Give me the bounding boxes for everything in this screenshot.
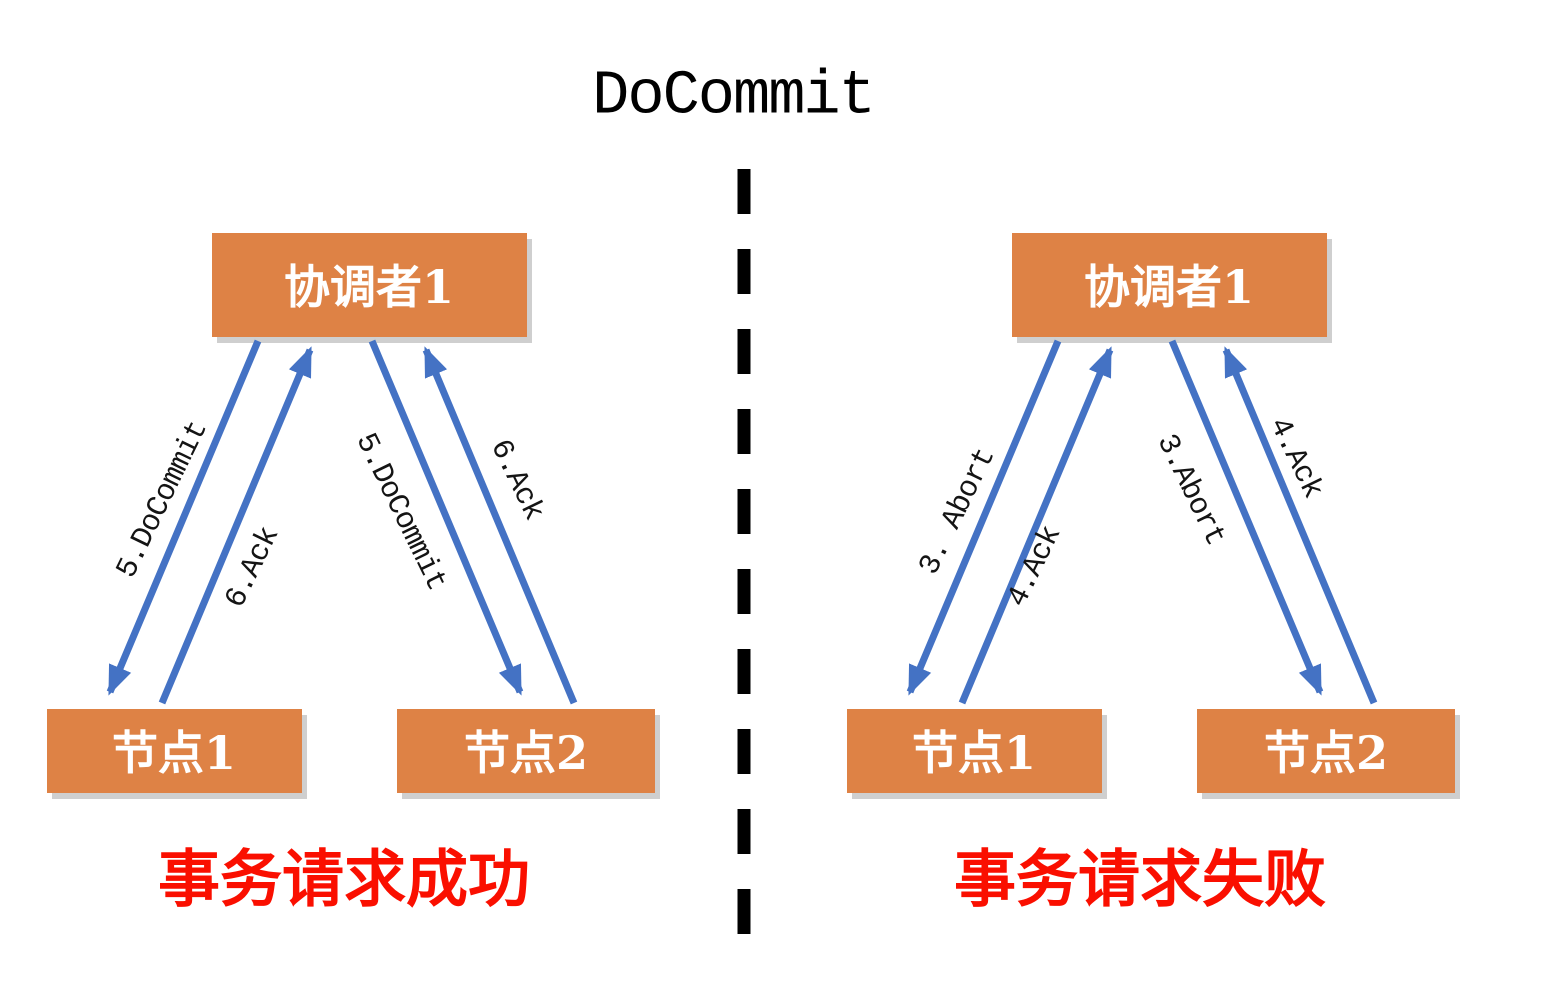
arrow-docommit-to-node2-left xyxy=(368,339,524,696)
node2-label-left: 节点2 xyxy=(464,726,588,780)
node2-box-left: 节点2 xyxy=(397,709,660,799)
node2-label-right: 节点2 xyxy=(1264,726,1388,780)
node1-label-right: 节点1 xyxy=(912,726,1036,780)
arrow-ack-from-node1-right xyxy=(958,346,1114,705)
node1-label-left: 节点1 xyxy=(112,726,236,780)
arrow-abort-to-node1-right xyxy=(906,339,1062,696)
arrow-ack-from-node1-left xyxy=(158,346,314,705)
node2-box-right-rect xyxy=(1197,709,1455,793)
left-success-panel: 协调者1 5.DoCommit 6.Ack 5.DoCommit 6.Ack 节… xyxy=(47,233,660,916)
coordinator-box-left: 协调者1 xyxy=(212,233,532,343)
node1-box-left-rect xyxy=(47,709,302,793)
arrow-label-docommit-node2-left: 5.DoCommit xyxy=(347,428,452,596)
coordinator-box-right: 协调者1 xyxy=(1012,233,1332,343)
coordinator-label-right: 协调者1 xyxy=(1084,260,1254,314)
node1-box-right: 节点1 xyxy=(847,709,1107,799)
arrow-ack-from-node2-left xyxy=(422,346,578,705)
coordinator-box-right-rect xyxy=(1012,233,1327,337)
node2-box-right: 节点2 xyxy=(1197,709,1460,799)
node1-box-left: 节点1 xyxy=(47,709,307,799)
failure-caption: 事务请求失败 xyxy=(954,843,1326,916)
node2-box-left-rect xyxy=(397,709,655,793)
coordinator-label-left: 协调者1 xyxy=(284,260,454,314)
arrow-ack-from-node2-right xyxy=(1222,346,1378,705)
coordinator-box-left-rect xyxy=(212,233,527,337)
arrow-docommit-to-node1-left xyxy=(106,339,262,696)
node1-box-right-rect xyxy=(847,709,1102,793)
right-failure-panel: 协调者1 3. Abort 4.Ack 3.Abort 4.Ack 节点1 节点… xyxy=(847,233,1460,916)
arrow-abort-to-node2-right xyxy=(1168,339,1324,696)
success-caption: 事务请求成功 xyxy=(158,843,530,916)
arrow-label-ack-node1-right: 4.Ack xyxy=(1001,521,1069,612)
diagram-title: DoCommit xyxy=(592,61,874,132)
